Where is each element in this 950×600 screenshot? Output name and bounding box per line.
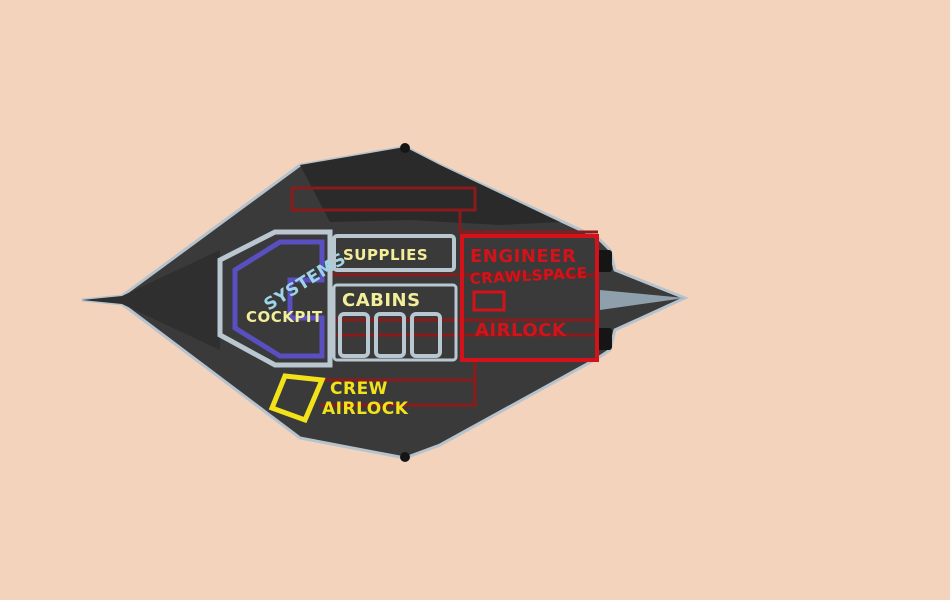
engineering-outline	[460, 234, 599, 362]
upper-link	[458, 210, 598, 234]
engine-bottom	[596, 328, 612, 350]
engine-airlock-hatch	[472, 290, 506, 312]
hull-shadow	[300, 147, 560, 225]
supplies-outline	[332, 234, 456, 272]
ship-hull	[81, 143, 689, 462]
engineer-label: ENGINEER	[470, 246, 576, 267]
crew-airlock-module: CREW AIRLOCK	[268, 373, 409, 424]
cabins-label: CABINS	[342, 290, 421, 311]
bottom-hardpoint	[400, 452, 410, 462]
cockpit-outline	[217, 229, 333, 368]
systems-outline	[232, 239, 325, 359]
upper-corridor	[290, 186, 477, 212]
supplies-label: SUPPLIES	[343, 246, 428, 264]
cabin-2	[374, 312, 406, 358]
top-hardpoint	[400, 143, 410, 153]
cabin-3	[410, 312, 442, 358]
cabins-module: CABINS	[332, 283, 458, 362]
tail-fin	[600, 290, 685, 310]
crew-label: CREW	[330, 379, 388, 399]
crew-airlock-label: AIRLOCK	[322, 399, 409, 419]
lower-corridor	[320, 378, 477, 407]
hull-nose	[82, 250, 220, 350]
engine-airlock-label: AIRLOCK	[475, 320, 567, 341]
cabins-frame	[332, 283, 458, 362]
cockpit-label: COCKPIT	[246, 308, 323, 326]
supplies-module: SUPPLIES	[332, 234, 456, 272]
cabin-1	[338, 312, 370, 358]
engineering-module: ENGINEER CRAWLSPACE AIRLOCK	[460, 234, 599, 362]
engine-top	[596, 250, 612, 272]
crew-airlock-outline	[268, 373, 326, 424]
